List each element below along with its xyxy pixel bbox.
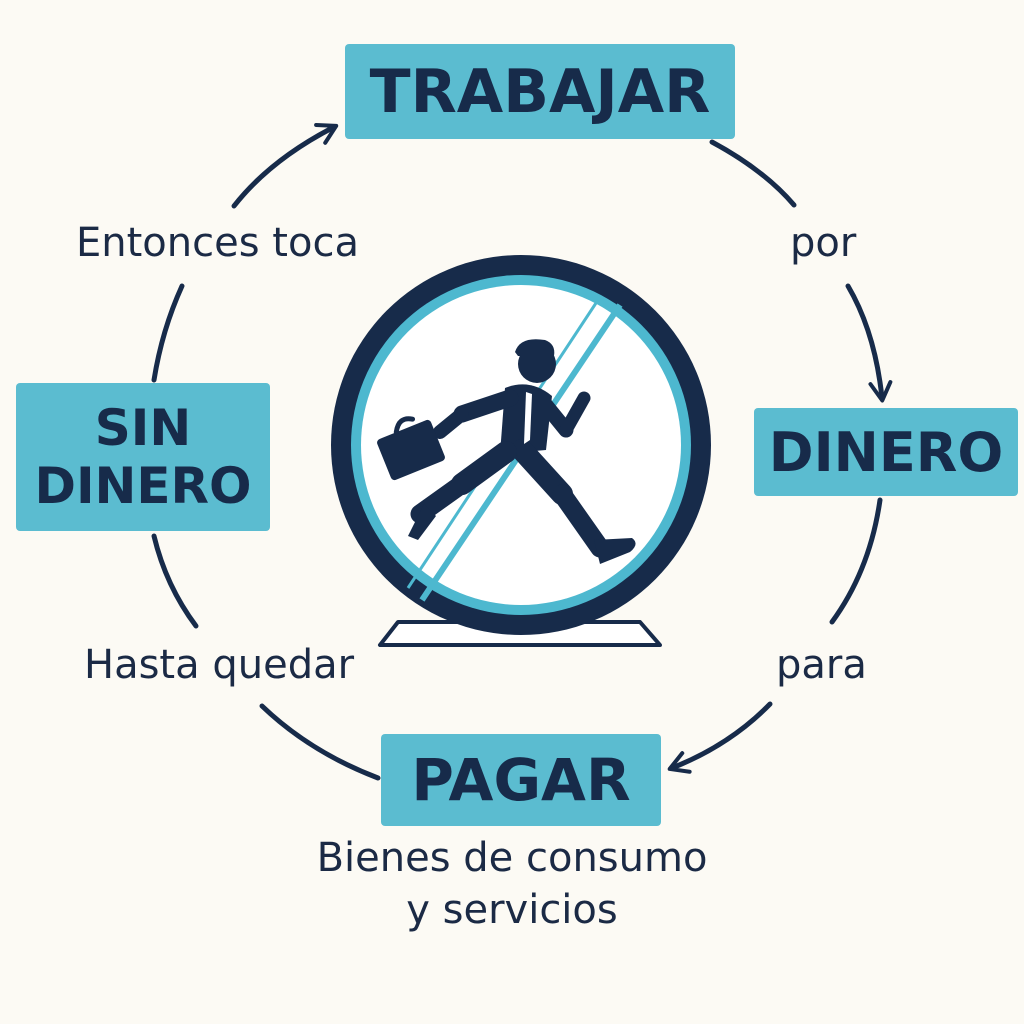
pagar-detail-text: Bienes de consumo y servicios <box>300 832 724 936</box>
arc-entonces-to-trabajar <box>231 122 339 209</box>
arc-dinero-to-para <box>829 497 883 625</box>
step-dinero-box: DINERO <box>754 408 1018 496</box>
step-sin-dinero-label-line-2: DINERO <box>34 457 252 515</box>
businessman-running-in-hamster-wheel-icon <box>331 255 711 647</box>
step-trabajar-box: TRABAJAR <box>345 44 735 139</box>
arc-pagar-to-hasta <box>259 703 381 781</box>
step-dinero-label: DINERO <box>768 420 1004 484</box>
pagar-detail-line-1: Bienes de consumo <box>316 835 708 881</box>
step-pagar-box: PAGAR <box>381 734 661 826</box>
step-sin-dinero-box: SIN DINERO <box>16 383 270 531</box>
connector-entonces-toca: Entonces toca <box>76 220 359 266</box>
connector-hasta-quedar: Hasta quedar <box>84 642 355 688</box>
pagar-detail-line-2: y servicios <box>406 887 618 933</box>
arc-sin-dinero-to-entonces <box>151 283 185 383</box>
connector-por: por <box>790 220 857 266</box>
step-pagar-label: PAGAR <box>411 746 631 814</box>
connector-para: para <box>776 642 867 688</box>
arc-para-to-pagar <box>667 701 773 774</box>
arc-por-to-dinero <box>845 283 893 403</box>
arc-trabajar-to-por <box>709 139 797 208</box>
step-trabajar-label: TRABAJAR <box>369 56 711 127</box>
step-sin-dinero-label-line-1: SIN <box>94 399 192 457</box>
arc-hasta-to-sin-dinero <box>151 533 199 629</box>
